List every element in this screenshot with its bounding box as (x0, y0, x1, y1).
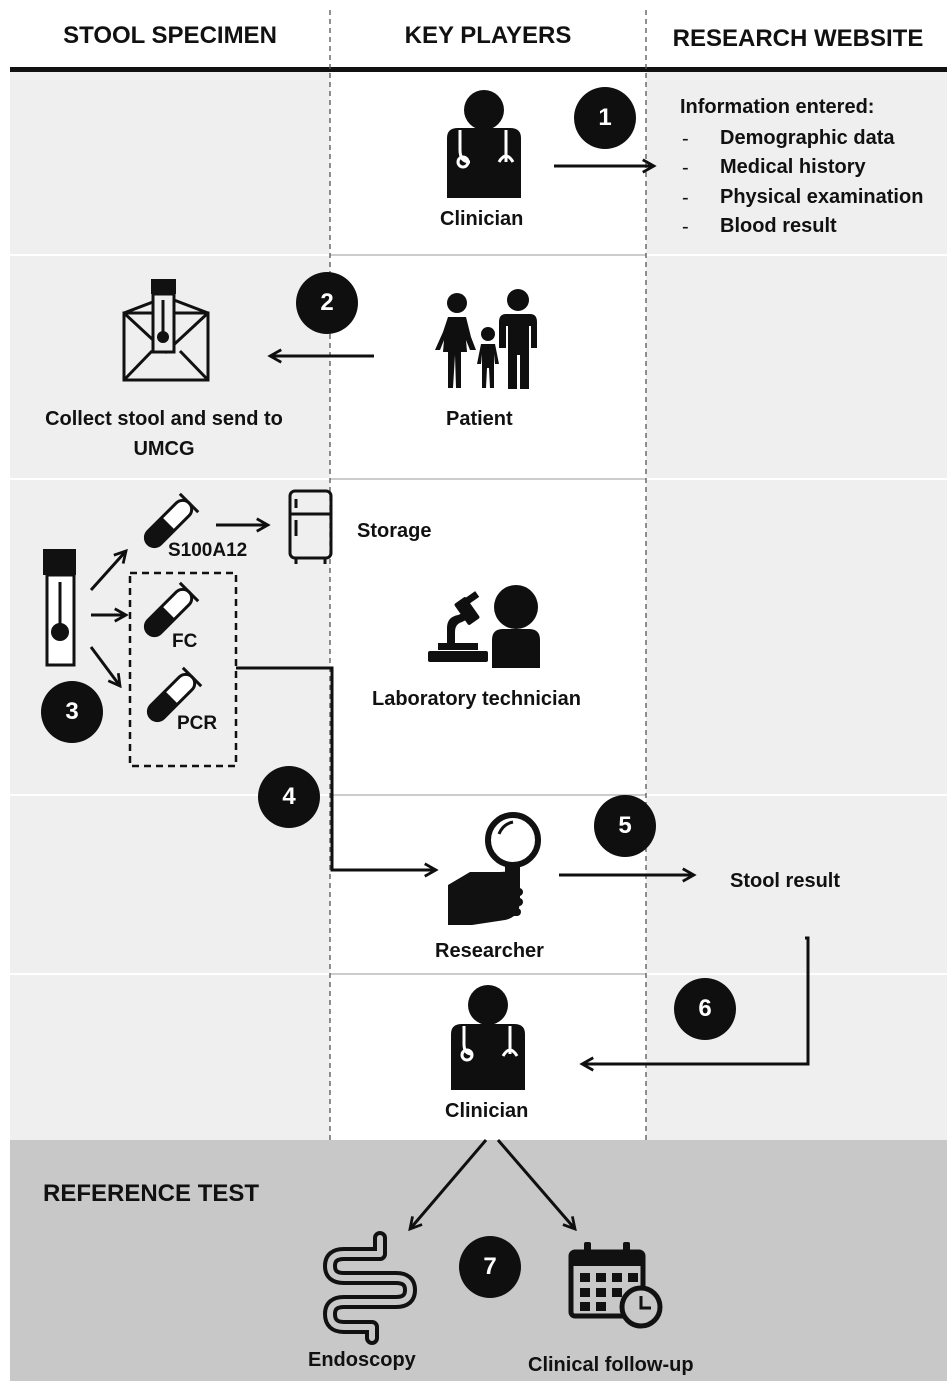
key-players-column (330, 72, 646, 1140)
info-item-medical-history: Medical history (720, 156, 866, 178)
clinician-icon (447, 90, 521, 198)
reference-test-title: REFERENCE TEST (43, 1180, 260, 1207)
storage-label: Storage (357, 520, 432, 542)
info-title: Information entered: (680, 96, 875, 118)
collect-stool-label-line1: Collect stool and send to (45, 408, 283, 430)
fc-pcr-dashed-box (128, 571, 238, 768)
arrow-to-endoscopy (410, 1139, 488, 1229)
researcher-label: Researcher (435, 940, 544, 962)
calendar-clock-icon (568, 1242, 663, 1329)
step-badge-2: 2 (296, 272, 358, 334)
arrow-stool-result-to-clinician (582, 936, 810, 1064)
arrow-to-pcr (89, 646, 120, 686)
envelope-icon (122, 279, 210, 382)
tube-label-s100a12: S100A12 (168, 540, 248, 561)
patient-label: Patient (446, 408, 513, 430)
info-item-demographic: Demographic data (720, 127, 895, 149)
magnifier-hand-icon (448, 812, 541, 925)
info-dash-2: - (682, 157, 689, 179)
info-item-blood-result: Blood result (720, 215, 837, 237)
info-item-physical-exam: Physical examination (720, 186, 924, 208)
arrow-to-s100a12 (89, 551, 126, 592)
step-badge-6: 6 (674, 978, 736, 1040)
clinical-follow-up-label: Clinical follow-up (528, 1354, 694, 1376)
tube-label-fc: FC (172, 631, 198, 652)
test-tube-pcr-icon (146, 666, 203, 723)
laboratory-technician-icon (428, 585, 540, 668)
test-tube-fc-icon (143, 581, 200, 638)
header-research-website: RESEARCH WEBSITE (672, 25, 924, 52)
fridge-icon (288, 489, 333, 564)
clinician-icon-2 (451, 985, 525, 1090)
stool-specimen-tube-icon (43, 549, 76, 667)
step-badge-4: 4 (258, 766, 320, 828)
arrow-to-clinical-follow-up (496, 1139, 575, 1229)
step-badge-1: 1 (574, 87, 636, 149)
stool-result-label: Stool result (730, 870, 841, 892)
step-badge-3: 3 (41, 681, 103, 743)
header-key-players: KEY PLAYERS (404, 22, 572, 49)
step-badge-7: 7 (459, 1236, 521, 1298)
family-icon (435, 289, 537, 389)
tube-label-pcr: PCR (177, 713, 218, 734)
info-dash-4: - (682, 216, 689, 238)
header-stool-specimen: STOOL SPECIMEN (63, 22, 277, 49)
header-rule (10, 67, 947, 72)
clinician-label-2: Clinician (445, 1100, 529, 1122)
clinician-label: Clinician (440, 208, 524, 230)
arrow-lab-to-researcher (236, 666, 436, 870)
endoscopy-label: Endoscopy (308, 1349, 416, 1371)
laboratory-technician-label: Laboratory technician (372, 688, 581, 710)
info-dash-1: - (682, 128, 689, 150)
info-dash-3: - (682, 187, 689, 209)
collect-stool-label-line2: UMCG (133, 438, 195, 460)
step-badge-5: 5 (594, 795, 656, 857)
test-tube-s100a12-icon (143, 492, 200, 549)
intestine-icon (323, 1231, 417, 1345)
